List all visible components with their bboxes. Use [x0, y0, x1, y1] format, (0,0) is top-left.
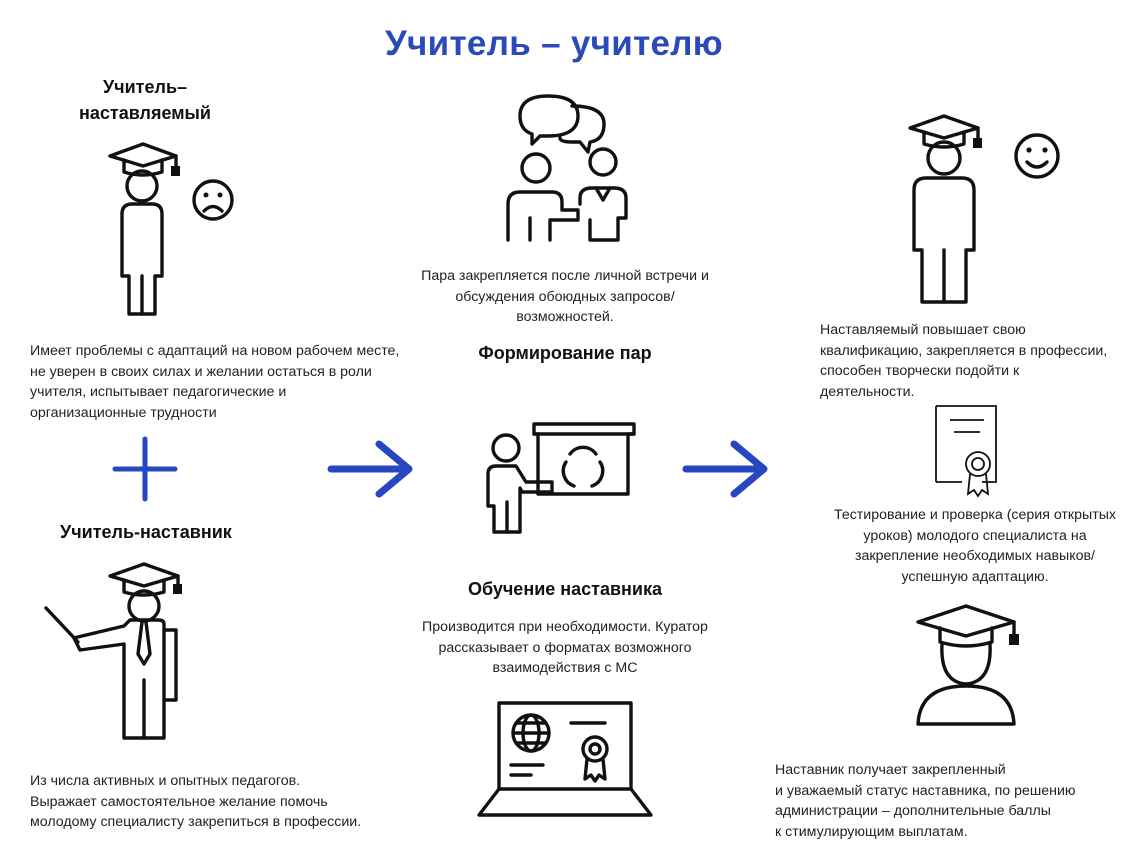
graduate-bust-icon — [916, 604, 1019, 726]
success-figure — [908, 114, 1060, 304]
two-people-icon — [506, 147, 628, 242]
sad-face-icon — [192, 179, 234, 221]
certificate-icon — [935, 405, 997, 498]
laptop-certificate-icon — [477, 701, 653, 817]
testing-description: Тестирование и проверка (серия открытых … — [833, 507, 1117, 585]
award-ribbon-icon — [581, 735, 609, 783]
award-seal-icon — [965, 451, 991, 498]
mentor-result: Наставник получает закрепленный и уважае… — [775, 762, 1076, 840]
mentor-figure — [44, 562, 182, 740]
graduation-cap-icon — [108, 562, 182, 597]
mentor-heading: Учитель-наставник — [60, 522, 232, 542]
training-heading: Обучение наставника — [467, 579, 663, 599]
arrow-right-icon — [682, 440, 768, 498]
pairing-description: Пара закрепляется после личной встречи и… — [421, 268, 709, 325]
mentor-description: Из числа активных и опытных педагогов. В… — [30, 773, 362, 830]
person-icon — [120, 169, 164, 316]
graduation-cap-icon — [908, 114, 982, 149]
happy-face-icon — [1014, 133, 1060, 179]
pairing-heading: Формирование пар — [478, 343, 652, 363]
presentation-board-icon — [486, 422, 636, 534]
mentee-heading: Учитель– наставляемый — [78, 77, 211, 123]
plus-icon — [112, 436, 178, 502]
graduation-cap-icon — [108, 142, 180, 177]
mentee-figure — [108, 142, 234, 316]
teacher-pointer-icon — [44, 589, 178, 740]
person-icon — [912, 140, 976, 304]
mentee-description: Имеет проблемы с адаптаций на новом рабо… — [30, 343, 400, 421]
mentee-result: Наставляемый повышает свою квалификацию,… — [820, 322, 1108, 400]
page-title: Учитель – учителю — [384, 24, 723, 63]
arrow-right-icon — [327, 440, 413, 498]
speech-bubbles-icon — [518, 94, 606, 154]
globe-icon — [511, 713, 551, 753]
pairing-figure — [506, 94, 628, 242]
training-description: Производится при необходимости. Куратор … — [422, 619, 708, 676]
